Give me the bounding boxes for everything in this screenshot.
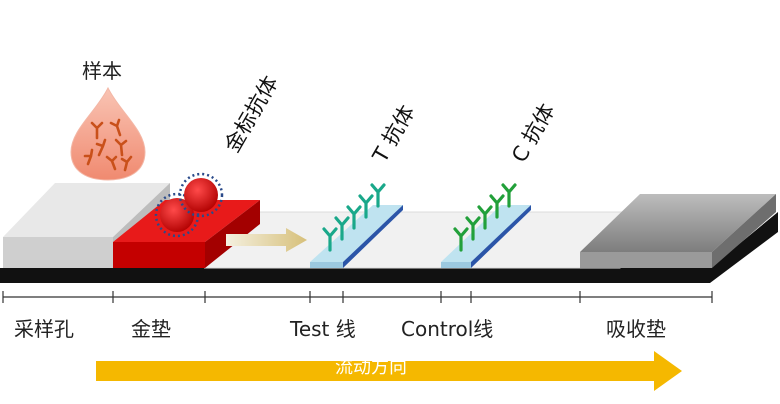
absorbent-pad xyxy=(580,194,776,268)
flow-direction-arrow xyxy=(96,351,682,391)
flow-direction-label: 流动方向 xyxy=(335,357,407,378)
gold-particle-right xyxy=(178,172,224,218)
strip-backing xyxy=(0,212,778,283)
position-ruler xyxy=(2,291,713,303)
membrane-flow-arrow xyxy=(226,228,307,252)
absorbent-pad-label: 吸收垫 xyxy=(606,317,666,341)
sample-molecules xyxy=(83,118,133,172)
control-line-label: Control线 xyxy=(401,317,494,341)
c-antibodies xyxy=(453,183,517,252)
control-line-strip xyxy=(441,205,531,268)
test-line-strip xyxy=(310,205,403,268)
gold-pad-label: 金垫 xyxy=(131,317,171,341)
sample-drop xyxy=(70,86,146,181)
test-line-label: Test 线 xyxy=(290,317,356,341)
t-antibodies xyxy=(322,183,386,252)
sample-label: 样本 xyxy=(82,59,122,83)
sample-hole-label: 采样孔 xyxy=(14,317,74,341)
